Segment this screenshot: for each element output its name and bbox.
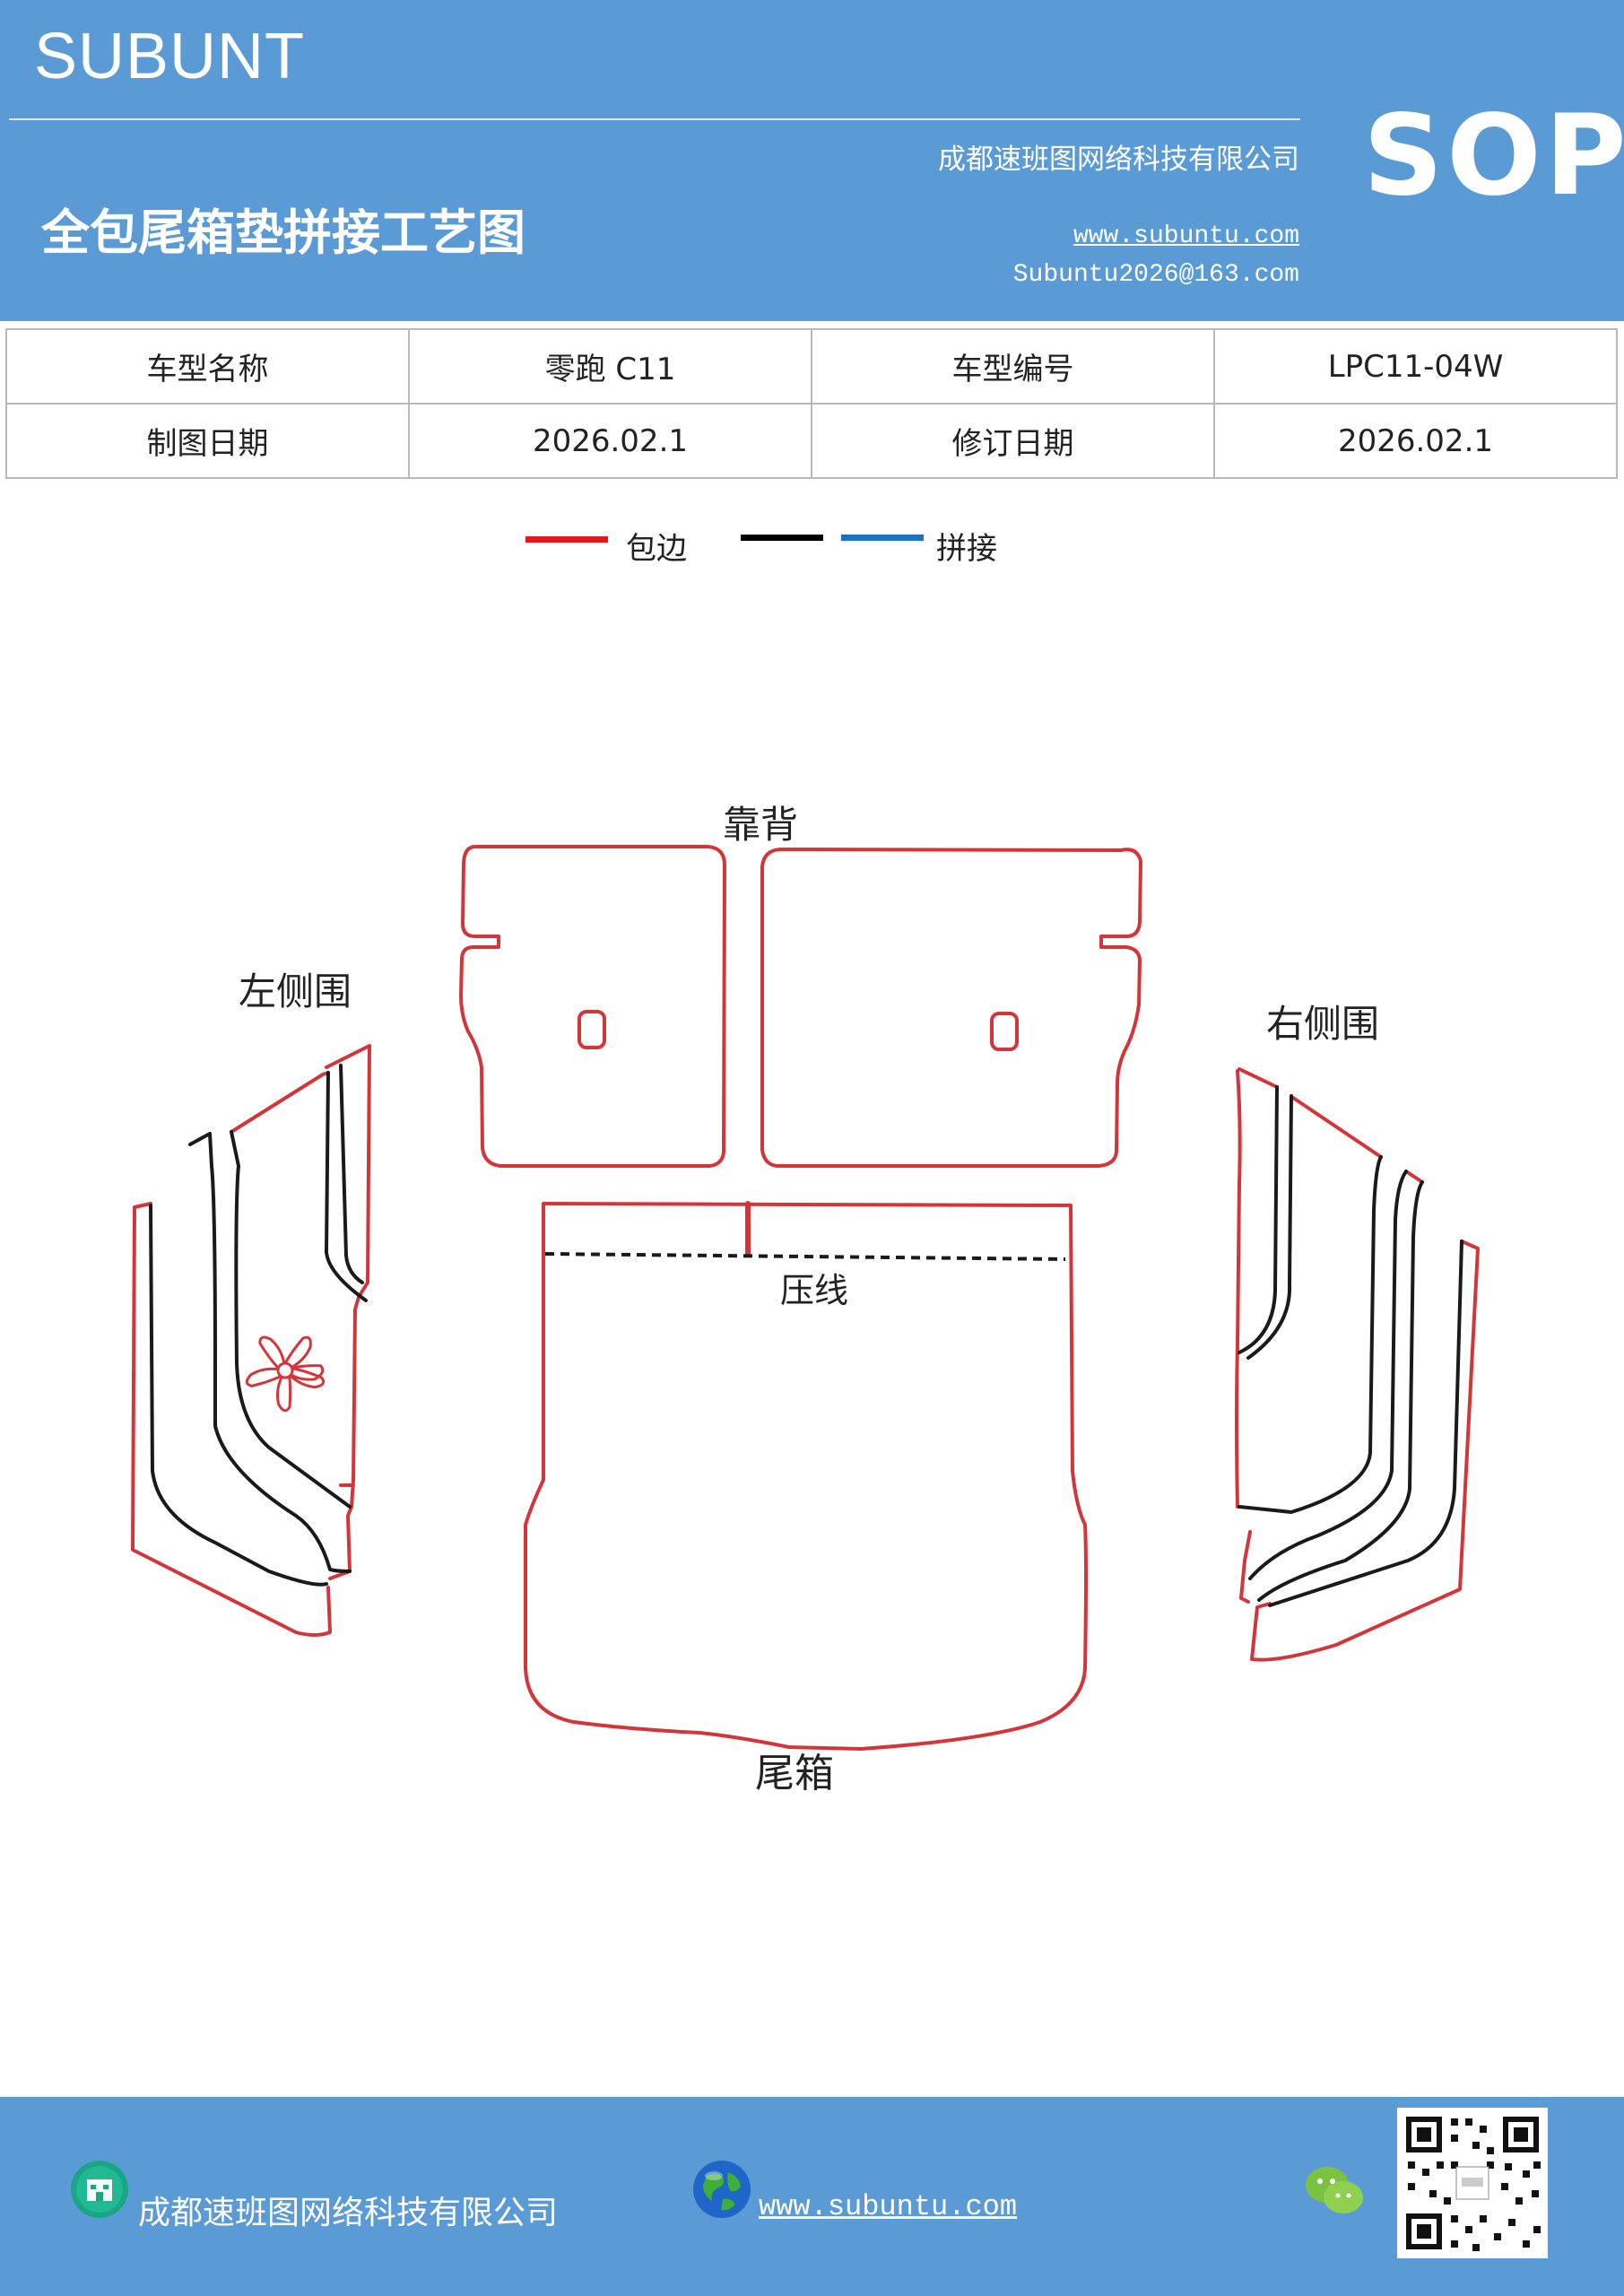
info-table: 车型名称 零跑 C11 车型编号 LPC11-04W 制图日期 2026.02.… — [5, 328, 1618, 479]
right-side-outer-right — [1404, 1170, 1424, 1184]
left-side-lower-edge — [325, 1044, 371, 1580]
building-icon — [71, 2161, 128, 2218]
left-seam-1 — [149, 1204, 328, 1587]
left-side-top-edge — [230, 1071, 330, 1134]
table-cell-draw-date-label: 制图日期 — [5, 403, 410, 479]
wechat-icon[interactable] — [1304, 2163, 1365, 2217]
table-cell-revise-date-label: 修订日期 — [811, 403, 1215, 479]
flower-mark — [245, 1335, 326, 1413]
header-email[interactable]: Subuntu2026@163.com — [1012, 261, 1299, 289]
table-row: 车型名称 零跑 C11 车型编号 LPC11-04W — [5, 328, 1618, 404]
qr-code — [1397, 2108, 1548, 2258]
legend-line-edge — [525, 536, 608, 543]
table-cell-model-name-value: 零跑 C11 — [408, 328, 812, 404]
table-cell-model-name-label: 车型名称 — [5, 328, 410, 404]
label-trunk: 尾箱 — [755, 1751, 834, 1796]
table-cell-draw-date-value: 2026.02.1 — [408, 403, 812, 479]
footer-company-name: 成都速班图网络科技有限公司 — [138, 2195, 559, 2231]
table-row: 制图日期 2026.02.1 修订日期 2026.02.1 — [5, 403, 1618, 479]
trunk-mat-diagram: 靠背 左侧围 右侧围 压线 尾箱 — [131, 803, 1480, 1796]
brand-name: SUBUNT — [34, 21, 306, 92]
right-side-outer-edge — [1238, 1067, 1279, 1089]
table-cell-model-code-value: LPC11-04W — [1213, 328, 1618, 404]
table-cell-model-code-label: 车型编号 — [811, 328, 1215, 404]
right-seam-5 — [1257, 1180, 1424, 1602]
left-seam-2 — [188, 1132, 352, 1573]
right-seam-3 — [1238, 1155, 1383, 1514]
header-website-link[interactable]: www.subuntu.com — [1073, 222, 1299, 250]
header-bar — [0, 0, 1624, 321]
right-seam-1 — [1238, 1085, 1279, 1354]
right-seam-4 — [1248, 1170, 1408, 1580]
legend-line-seam — [841, 535, 924, 541]
left-seam-5 — [339, 1064, 364, 1284]
legend-label-edge: 包边 — [626, 531, 687, 567]
header-company-name: 成都速班图网络科技有限公司 — [938, 144, 1299, 176]
right-side-mid-edge — [1291, 1096, 1383, 1159]
sop-badge: SOP — [1363, 91, 1624, 221]
left-side-outer-edge — [131, 1202, 332, 1637]
right-side-far-right — [1250, 1239, 1480, 1662]
backrest-right-hole — [990, 1012, 1019, 1051]
legend-label-seam: 拼接 — [936, 531, 997, 567]
trunk-floor-panel — [524, 1202, 1088, 1751]
backrest-right-panel — [760, 848, 1142, 1168]
legend-line-black — [741, 535, 823, 541]
globe-icon — [693, 2161, 751, 2218]
right-side-left-edge — [1235, 1069, 1242, 1509]
label-crease: 压线 — [780, 1271, 848, 1310]
backrest-left-panel — [459, 845, 726, 1168]
label-right-side: 右侧围 — [1266, 1002, 1379, 1046]
table-cell-revise-date-value: 2026.02.1 — [1213, 403, 1618, 479]
right-seam-2 — [1246, 1094, 1293, 1360]
right-seam-6 — [1268, 1239, 1463, 1607]
page-title: 全包尾箱垫拼接工艺图 — [41, 204, 525, 261]
crease-line — [544, 1252, 1066, 1261]
label-backrest: 靠背 — [723, 803, 798, 847]
left-seam-3 — [230, 1130, 352, 1509]
right-side-inner-red — [1239, 1530, 1252, 1604]
label-left-side: 左侧围 — [239, 970, 352, 1013]
header-divider — [9, 118, 1300, 120]
footer-website-link[interactable]: www.subuntu.com — [759, 2190, 1018, 2223]
left-seam-4 — [325, 1071, 368, 1302]
backrest-left-hole — [578, 1010, 606, 1049]
